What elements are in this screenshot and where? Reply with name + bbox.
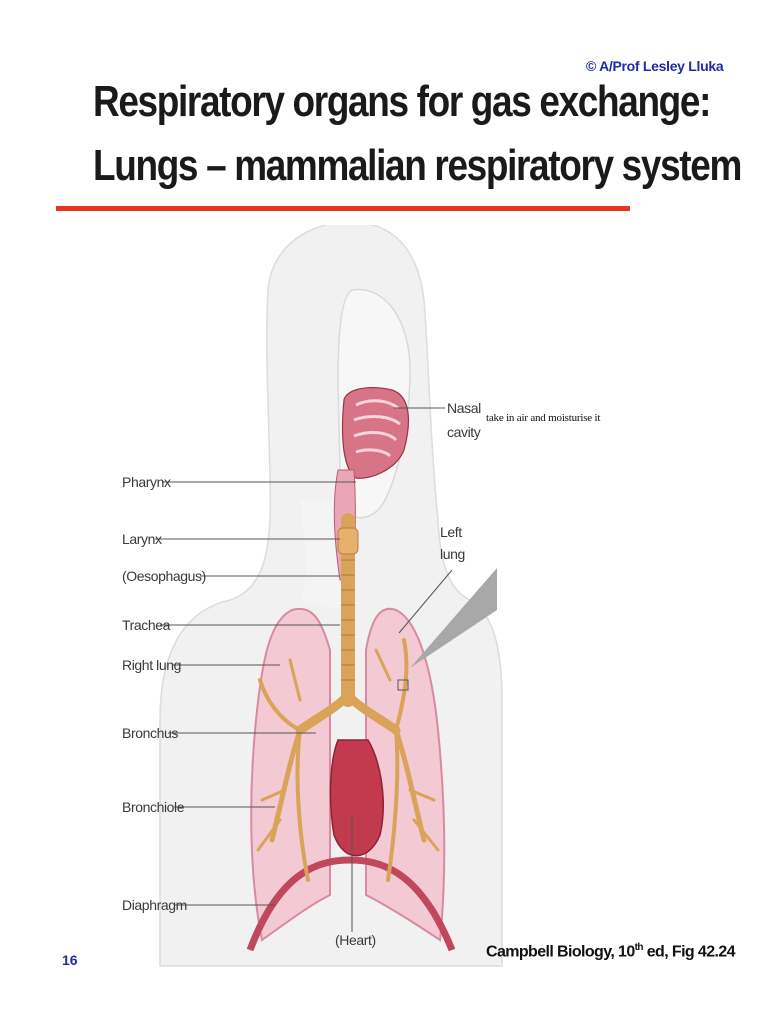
slide-title: Respiratory organs for gas exchange: Lun… — [93, 70, 742, 198]
alveoli-callout-box — [397, 679, 409, 691]
larynx-shape — [337, 527, 359, 555]
label-nasal: Nasal — [447, 400, 481, 416]
leader-lines — [155, 407, 453, 932]
heart-shape — [329, 739, 384, 857]
citation-suffix: ed, Fig 42.24 — [642, 943, 736, 961]
label-pharynx: Pharynx — [122, 474, 171, 490]
label-oesophagus: (Oesophagus) — [122, 568, 206, 584]
diaphragm-shape — [246, 856, 456, 952]
zoom-wedge — [410, 568, 497, 668]
title-line-2: Lungs – mammalian respiratory system — [93, 141, 742, 190]
label-cavity: cavity — [447, 424, 481, 440]
label-lung: lung — [440, 546, 465, 562]
label-trachea: Trachea — [122, 617, 171, 633]
figure-citation: Campbell Biology, 10th ed, Fig 42.24 — [486, 942, 736, 961]
copyright-notice: © A/Prof Lesley Lluka — [586, 58, 724, 74]
label-heart: (Heart) — [335, 932, 376, 948]
respiratory-system-illustration — [155, 225, 503, 967]
title-line-1: Respiratory organs for gas exchange: — [93, 77, 711, 126]
nasal-cavity-annotation: take in air and moisturise it — [486, 412, 601, 424]
left-lung-shape — [365, 607, 446, 942]
label-left: Left — [440, 524, 462, 540]
label-larynx: Larynx — [122, 531, 162, 547]
label-right-lung: Right lung — [122, 657, 182, 673]
trachea-rings — [341, 559, 355, 681]
title-underline — [56, 206, 630, 211]
label-bronchiole: Bronchiole — [122, 799, 185, 815]
label-diaphragm: Diaphragm — [122, 897, 187, 913]
slide-number: 16 — [62, 952, 78, 968]
label-bronchus: Bronchus — [122, 725, 178, 741]
right-lung-shape — [250, 607, 331, 942]
nasal-cavity — [341, 387, 410, 479]
citation-superscript: th — [634, 942, 644, 953]
citation-text: Campbell Biology, 10 — [486, 943, 635, 961]
lungs — [250, 607, 446, 942]
